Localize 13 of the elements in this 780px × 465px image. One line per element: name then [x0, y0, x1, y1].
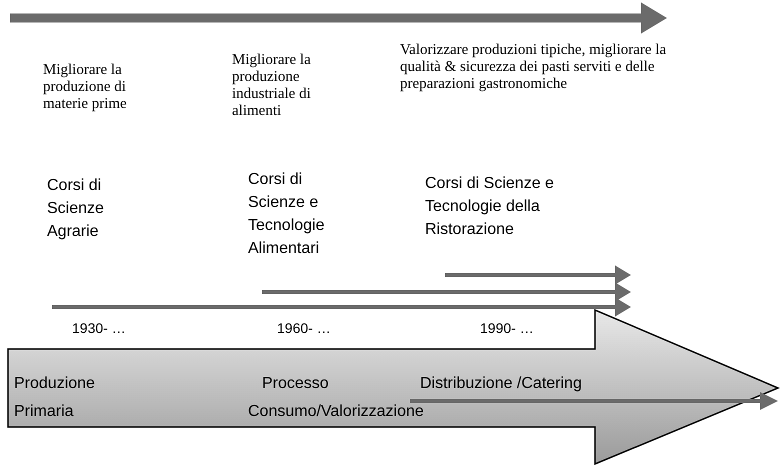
stage-label: Consumo/Valorizzazione — [248, 402, 425, 422]
text-label: 1930- … — [72, 320, 127, 336]
text-label: Valorizzare produzioni tipiche, migliorare la qualità & sicurezza dei pasti serviti e delle preparazioni gastronomiche — [400, 42, 668, 93]
stage-label: Processo — [262, 374, 330, 394]
stage-label: Distribuzione /Catering — [420, 374, 583, 394]
text-label: Corsi di Scienze e Tecnologie della Ristorazione — [425, 174, 555, 240]
text-label: Migliorare la produzione di materie prime — [43, 62, 128, 113]
text-label: 1960- … — [277, 320, 332, 336]
text-label: Corsi di Scienze Agrarie — [47, 176, 105, 242]
text-label: Corsi di Scienze e Tecnologie Alimentari — [248, 170, 326, 259]
text-label: 1990- … — [480, 320, 535, 336]
text-label: Migliorare la produzione industriale di alimenti — [232, 52, 312, 120]
stage-label: Produzione Primaria — [14, 374, 96, 422]
